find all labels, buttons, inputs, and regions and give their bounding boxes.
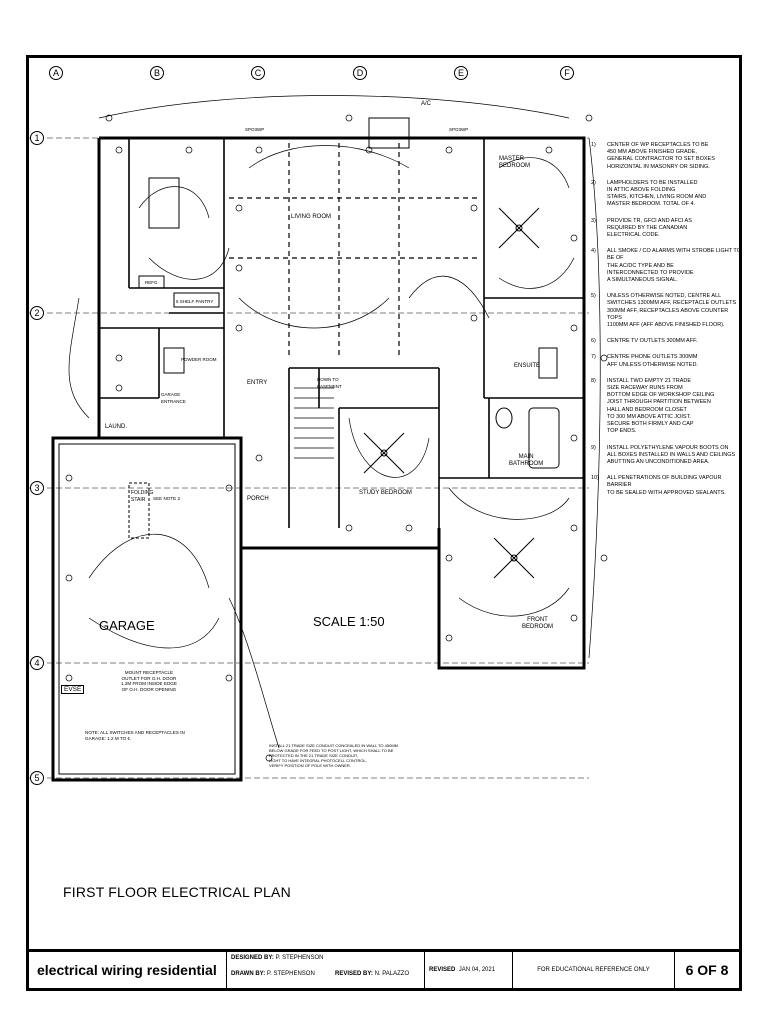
revised-date: JAN 04, 2021: [458, 967, 496, 973]
designed-by-value: P. STEPHENSON: [275, 955, 324, 961]
drawn-by-value: P. STEPHENSON: [266, 971, 315, 977]
room-garage-entrance: GARAGE ENTRANCE: [161, 392, 186, 404]
grid-bubble-2: 2: [30, 306, 44, 320]
room-folding-stair: FOLDING STAIR: [131, 490, 154, 503]
general-note: 3) PROVIDE TR, GFCI AND AFCI AS REQUIRED …: [591, 218, 741, 240]
ceiling-fan-icon: [493, 537, 535, 579]
general-note: 2) LAMPHOLDERS TO BE INSTALLED IN ATTIC A…: [591, 180, 741, 209]
ac-unit-box: [368, 117, 410, 149]
general-note: 1) CENTER OF WP RECEPTACLES TO BE 450 mm …: [591, 142, 741, 171]
floor-plan-drawing: [29, 95, 608, 782]
note-text: ALL SMOKE / CO ALARMS WITH STROBE LIGHT …: [607, 248, 741, 284]
educational-note: FOR EDUCATIONAL REFERENCE ONLY: [513, 952, 675, 988]
note-text: INSTALL POLYETHYLENE VAPOUR BOOTS ON ALL…: [607, 444, 736, 465]
garage-switches-note: NOTE: ALL SWITCHES AND RECEPTACLES IN GA…: [85, 730, 185, 741]
scale-label: SCALE 1:50: [313, 614, 385, 629]
grid-bubble-e: E: [454, 66, 468, 80]
room-study-bedroom: STUDY BEDROOM: [359, 490, 412, 496]
room-down-to-basement: DOWN TO BASEMENT: [317, 377, 342, 389]
revised-by-value: N. PALAZZO: [374, 971, 410, 977]
room-powder-room: POWDER ROOM: [181, 357, 217, 362]
general-note: 4) ALL SMOKE / CO ALARMS WITH STROBE LIGH…: [591, 248, 741, 284]
label-spo-a: SPO3WP: [245, 127, 265, 132]
note-number: 7): [591, 354, 596, 361]
general-note: 9) INSTALL POLYETHYLENE VAPOUR BOOTS ON A…: [591, 445, 741, 467]
general-note: 6) CENTRE TV OUTLETS 300mm AFF.: [591, 338, 741, 345]
refg-box: [138, 275, 165, 289]
grid-bubble-b: B: [150, 66, 164, 80]
plan-title: FIRST FLOOR ELECTRICAL PLAN: [63, 884, 291, 900]
bathroom-fixtures: [163, 347, 560, 469]
revised-label: REVISED: [429, 967, 456, 973]
note-number: 4): [591, 248, 596, 255]
general-note: 7) CENTRE PHONE OUTLETS 300mm AFF UNLESS …: [591, 354, 741, 368]
general-notes: 1) CENTER OF WP RECEPTACLES TO BE 450 mm …: [591, 142, 741, 506]
room-ac: A/C: [421, 101, 432, 107]
title-block: electrical wiring residential DESIGNED B…: [29, 949, 739, 988]
room-laund: LAUND.: [105, 424, 128, 430]
general-note: 8) INSTALL TWO EMPTY 21 TRADE SIZE RACEWA…: [591, 378, 741, 436]
note-number: 2): [591, 179, 596, 186]
interior-walls: [99, 138, 584, 528]
grid-bubble-c: C: [251, 66, 265, 80]
evse-label: EVSE: [61, 685, 85, 694]
room-master-bedroom: MASTER BEDROOM: [499, 156, 531, 169]
pantry-box: [173, 292, 220, 308]
designed-by-label: DESIGNED BY:: [231, 955, 274, 961]
note-number: 10): [591, 475, 599, 482]
grid-bubble-3: 3: [30, 481, 44, 495]
note-number: 8): [591, 377, 596, 384]
ceiling-fan-icon: [363, 432, 405, 474]
drawing-title: electrical wiring residential: [29, 952, 227, 988]
room-entry: ENTRY: [247, 380, 268, 386]
revised-cell: REVISED JAN 04, 2021: [425, 952, 513, 988]
ceiling-fan-icon: [498, 207, 540, 249]
room-garage: GARAGE: [99, 618, 155, 633]
grid-bubble-1: 1: [30, 131, 44, 145]
room-porch: PORCH: [247, 496, 269, 502]
room-living-room: LIVING ROOM: [291, 214, 332, 220]
note-text: CENTRE PHONE OUTLETS 300mm AFF UNLESS OT…: [607, 354, 698, 368]
garage-receptacle-note: MOUNT RECEPTACLE OUTLET FOR O.H. DOOR 1.…: [121, 670, 177, 692]
room-refg: REFG: [145, 280, 158, 285]
stairs: [294, 387, 334, 459]
grid-bubble-a: A: [49, 66, 63, 80]
drawing-sheet: A B C D E F 1 2 3 4 5 MASTER BEDROOM LIV…: [26, 55, 742, 991]
room-shelf-pantry: 5 SHELF PANTRY: [176, 299, 214, 304]
note-text: ALL PENETRATIONS OF BUILDING VAPOUR BARR…: [607, 475, 726, 496]
beam-lines: [229, 143, 479, 358]
kitchen-island: [148, 177, 180, 229]
grid-bubble-4: 4: [30, 656, 44, 670]
note-text: LAMPHOLDERS TO BE INSTALLED IN ATTIC ABO…: [607, 179, 707, 208]
label-spo-b: SPO3WP: [449, 127, 469, 132]
note-number: 5): [591, 293, 596, 300]
room-front-bedroom: FRONT BEDROOM: [522, 617, 554, 630]
note-text: UNLESS OTHERWISE NOTED, CENTRE ALL SWITC…: [607, 293, 737, 329]
grid-bubble-5: 5: [30, 771, 44, 785]
stair-note: SEE NOTE 2: [153, 496, 181, 501]
folding-stair-box: [128, 482, 150, 539]
drawn-by-label: DRAWN BY:: [231, 971, 266, 977]
conduit-note: INSTALL 21 TRADE SIZE CONDUIT CONCEALED …: [269, 743, 398, 768]
room-main-bathroom: MAIN BATHROOM: [509, 454, 544, 467]
note-number: 1): [591, 142, 596, 148]
general-note: 5) UNLESS OTHERWISE NOTED, CENTRE ALL SWI…: [591, 293, 741, 329]
wiring-runs: [68, 95, 601, 749]
note-number: 6): [591, 338, 596, 345]
note-text: INSTALL TWO EMPTY 21 TRADE SIZE RACEWAY …: [607, 377, 715, 435]
revised-by-label: REVISED BY:: [335, 971, 373, 977]
receptacle-symbols: [65, 114, 608, 762]
grid-bubble-f: F: [560, 66, 574, 80]
credits-cell: DESIGNED BY: P. STEPHENSON DRAWN BY: P. …: [227, 952, 425, 988]
note-number: 3): [591, 217, 596, 224]
note-text: PROVIDE TR, GFCI AND AFCI AS REQUIRED BY…: [607, 217, 692, 239]
general-note: 10) ALL PENETRATIONS OF BUILDING VAPOUR B…: [591, 475, 741, 497]
note-number: 9): [591, 444, 596, 451]
garage-walls: [51, 436, 243, 782]
sheet-number: 6 OF 8: [685, 962, 729, 978]
note-text: CENTRE TV OUTLETS 300mm AFF.: [607, 338, 698, 345]
room-ensuite: ENSUITE: [514, 363, 541, 369]
note-text: CENTER OF WP RECEPTACLES TO BE 450 mm AB…: [607, 142, 715, 170]
grid-bubble-d: D: [353, 66, 367, 80]
